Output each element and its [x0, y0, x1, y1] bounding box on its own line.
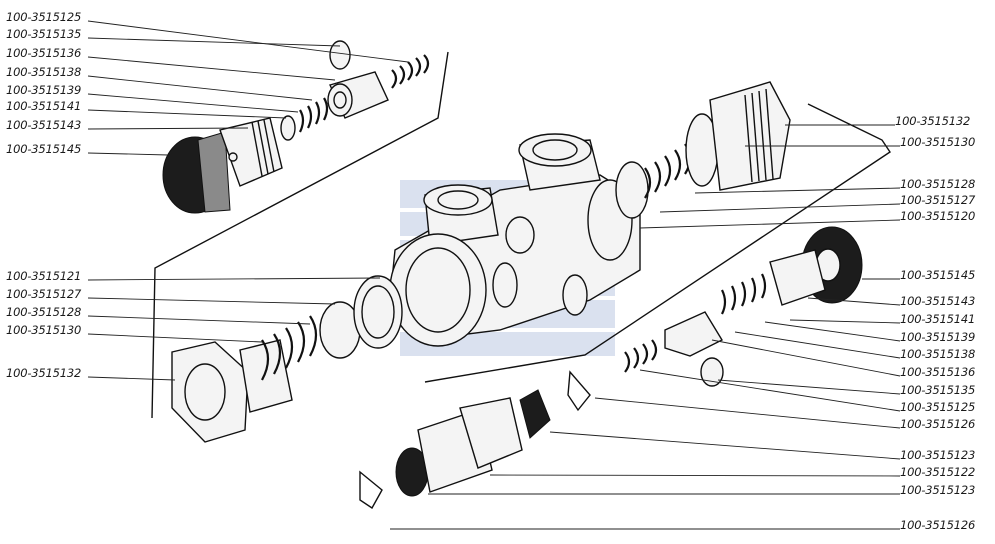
label-right-3: 100-3515128	[900, 177, 975, 191]
label-left-11: 100-3515128	[6, 305, 81, 319]
leader-lines	[87, 20, 901, 530]
label-right-4: 100-3515127	[900, 193, 976, 207]
label-right-5: 100-3515120	[900, 209, 975, 223]
label-left-4: 100-3515138	[6, 65, 81, 79]
label-right-14: 100-3515126	[900, 417, 975, 431]
label-right-13: 100-3515125	[900, 400, 975, 414]
label-right-11: 100-3515136	[900, 365, 975, 379]
label-left-13: 100-3515132	[6, 366, 81, 380]
label-left-12: 100-3515130	[6, 323, 81, 337]
label-left-3: 100-3515136	[6, 46, 81, 60]
lower-left-cap-assembly	[171, 275, 403, 443]
label-right-7: 100-3515143	[900, 294, 975, 308]
bottom-drain-valve	[359, 370, 591, 510]
valve-body	[389, 133, 641, 347]
label-left-6: 100-3515141	[6, 99, 81, 113]
label-left-10: 100-3515127	[6, 287, 82, 301]
upper-right-cap-assembly	[615, 81, 791, 219]
label-right-18: 100-3515126	[900, 518, 975, 532]
label-left-8: 100-3515145	[6, 142, 81, 156]
assembly-outline	[151, 51, 891, 419]
label-right-1: 100-3515132	[895, 114, 970, 128]
label-right-16: 100-3515122	[900, 465, 975, 479]
label-left-2: 100-3515135	[6, 27, 81, 41]
label-left-9: 100-3515121	[6, 269, 81, 283]
label-right-10: 100-3515138	[900, 347, 975, 361]
labels-right: 100-3515132 100-3515130 100-3515128 100-…	[895, 114, 976, 532]
label-right-8: 100-3515141	[900, 312, 975, 326]
label-right-6: 100-3515145	[900, 268, 975, 282]
label-right-9: 100-3515139	[900, 330, 975, 344]
label-left-1: 100-3515125	[6, 10, 81, 24]
label-right-2: 100-3515130	[900, 135, 975, 149]
labels-left: 100-3515125 100-3515135 100-3515136 100-…	[6, 10, 82, 380]
label-right-15: 100-3515123	[900, 448, 975, 462]
label-right-12: 100-3515135	[900, 383, 975, 397]
label-left-7: 100-3515143	[6, 118, 81, 132]
right-valve-stack	[624, 226, 863, 387]
label-left-5: 100-3515139	[6, 83, 81, 97]
upper-left-valve-stack	[162, 40, 430, 214]
label-right-17: 100-3515123	[900, 483, 975, 497]
